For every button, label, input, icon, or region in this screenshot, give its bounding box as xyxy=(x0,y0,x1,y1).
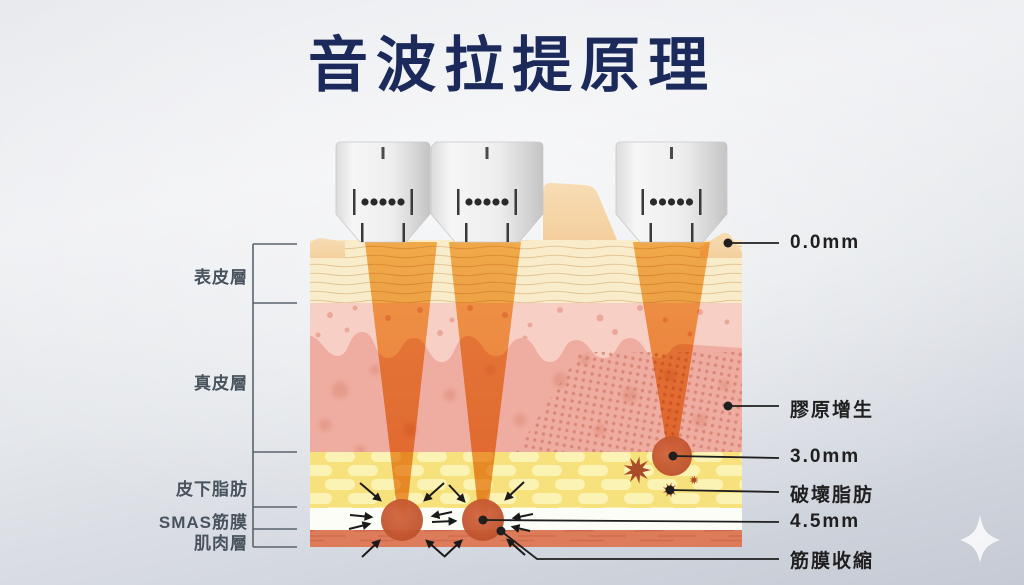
annotation-collagen-regeneration: 膠原增生 xyxy=(790,400,875,421)
transducer-device-3 xyxy=(615,141,728,243)
device-top-mark xyxy=(670,147,673,159)
focal-point-smas-1 xyxy=(381,499,423,541)
sparkle-icon xyxy=(960,515,1000,563)
leader-dots xyxy=(478,238,733,536)
device-emitter-dots xyxy=(353,189,413,215)
annotation-fat-destruction: 破壞脂肪 xyxy=(790,485,875,506)
layer-label-muscle: 肌肉層 xyxy=(194,534,248,553)
device-emitter-dots xyxy=(457,189,517,215)
page-title: 音波拉提原理 xyxy=(308,33,716,99)
contraction-arrows xyxy=(348,481,534,558)
annotation-depth-0mm: 0.0mm xyxy=(790,232,861,253)
transducer-device-1 xyxy=(335,141,431,243)
layer-label-dermis: 真皮層 xyxy=(194,374,248,393)
layer-label-smas-fascia: SMAS筋膜 xyxy=(158,513,248,532)
skin-mound-center xyxy=(543,182,617,240)
transducer-devices xyxy=(335,141,728,243)
annotation-depth-4-5mm: 4.5mm xyxy=(790,511,861,532)
ultrasound-beams xyxy=(365,242,710,518)
device-emitter-dots xyxy=(641,189,702,215)
annotation-fascia-contraction: 筋膜收縮 xyxy=(790,551,875,572)
beam-1 xyxy=(365,242,437,518)
leader-lines xyxy=(482,242,780,560)
annotation-depth-3mm: 3.0mm xyxy=(790,446,861,467)
transducer-device-2 xyxy=(430,141,544,243)
skin-mound-right xyxy=(700,232,742,258)
skin-mound-left xyxy=(310,238,345,258)
muscle-texture xyxy=(310,530,742,547)
device-top-mark xyxy=(381,147,385,159)
layer-label-subcutaneous-fat: 皮下脂肪 xyxy=(176,480,248,499)
beam-2 xyxy=(449,242,521,518)
layer-bracket xyxy=(252,243,297,548)
beam-3 xyxy=(633,242,710,453)
layer-label-epidermis: 表皮層 xyxy=(194,268,248,287)
smas-layer xyxy=(310,508,742,530)
device-top-mark xyxy=(485,147,489,159)
